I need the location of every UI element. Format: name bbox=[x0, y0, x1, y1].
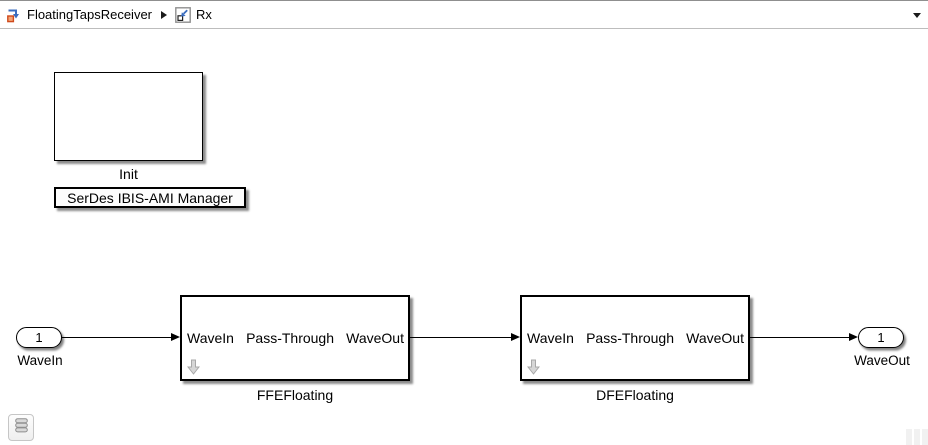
subsystem-icon[interactable] bbox=[175, 6, 191, 23]
outport-label[interactable]: WaveOut bbox=[854, 353, 910, 368]
inport-label[interactable]: WaveIn bbox=[17, 353, 63, 368]
init-block-label[interactable]: Init bbox=[119, 166, 138, 182]
dfe-block-name[interactable]: DFEFloating bbox=[596, 387, 674, 403]
breadcrumb-dropdown-icon[interactable] bbox=[913, 13, 921, 18]
dfe-outport-label: WaveOut bbox=[686, 330, 744, 346]
wire-dfe-to-waveout[interactable] bbox=[750, 337, 850, 338]
inport-number: 1 bbox=[35, 330, 43, 345]
breadcrumb-item-model[interactable]: FloatingTapsReceiver bbox=[27, 7, 153, 22]
ffe-outport-label: WaveOut bbox=[346, 330, 404, 346]
watermark-bar bbox=[914, 429, 920, 445]
model-data-badge-button[interactable] bbox=[8, 414, 34, 441]
wire-wavein-to-ffe[interactable] bbox=[62, 337, 172, 338]
ffe-center-label: Pass-Through bbox=[246, 330, 335, 346]
watermark-bar bbox=[906, 429, 912, 445]
wire-dfe-to-waveout-arrowhead-icon bbox=[849, 333, 858, 341]
wire-ffe-to-dfe[interactable] bbox=[410, 337, 511, 338]
outport-number: 1 bbox=[877, 330, 885, 345]
wire-ffe-to-dfe-arrowhead-icon bbox=[511, 333, 520, 341]
ffe-block-name[interactable]: FFEFloating bbox=[256, 387, 334, 403]
serdes-ibis-ami-manager-label: SerDes IBIS-AMI Manager bbox=[67, 189, 233, 206]
dfe-center-label: Pass-Through bbox=[586, 330, 675, 346]
simulink-model-icon[interactable] bbox=[6, 7, 22, 23]
init-block[interactable] bbox=[54, 72, 203, 161]
watermark-bar bbox=[922, 429, 928, 445]
dfe-inport-label: WaveIn bbox=[527, 330, 574, 346]
breadcrumb-separator-icon bbox=[161, 10, 168, 19]
database-icon bbox=[14, 417, 28, 438]
breadcrumb-item-subsystem[interactable]: Rx bbox=[196, 7, 212, 22]
wire-wavein-to-ffe-arrowhead-icon bbox=[171, 333, 180, 341]
ffe-inport-label: WaveIn bbox=[187, 330, 234, 346]
inport-wavein[interactable]: 1 bbox=[16, 327, 62, 348]
ffe-floating-block[interactable]: WaveIn Pass-Through WaveOut bbox=[180, 295, 410, 381]
serdes-ibis-ami-manager-block[interactable]: SerDes IBIS-AMI Manager bbox=[54, 187, 246, 208]
ffe-variant-down-arrow-icon[interactable] bbox=[186, 359, 201, 375]
dfe-floating-block[interactable]: WaveIn Pass-Through WaveOut bbox=[520, 295, 750, 381]
outport-waveout[interactable]: 1 bbox=[858, 327, 904, 348]
dfe-variant-down-arrow-icon[interactable] bbox=[526, 359, 541, 375]
breadcrumb: FloatingTapsReceiver Rx bbox=[0, 1, 928, 29]
